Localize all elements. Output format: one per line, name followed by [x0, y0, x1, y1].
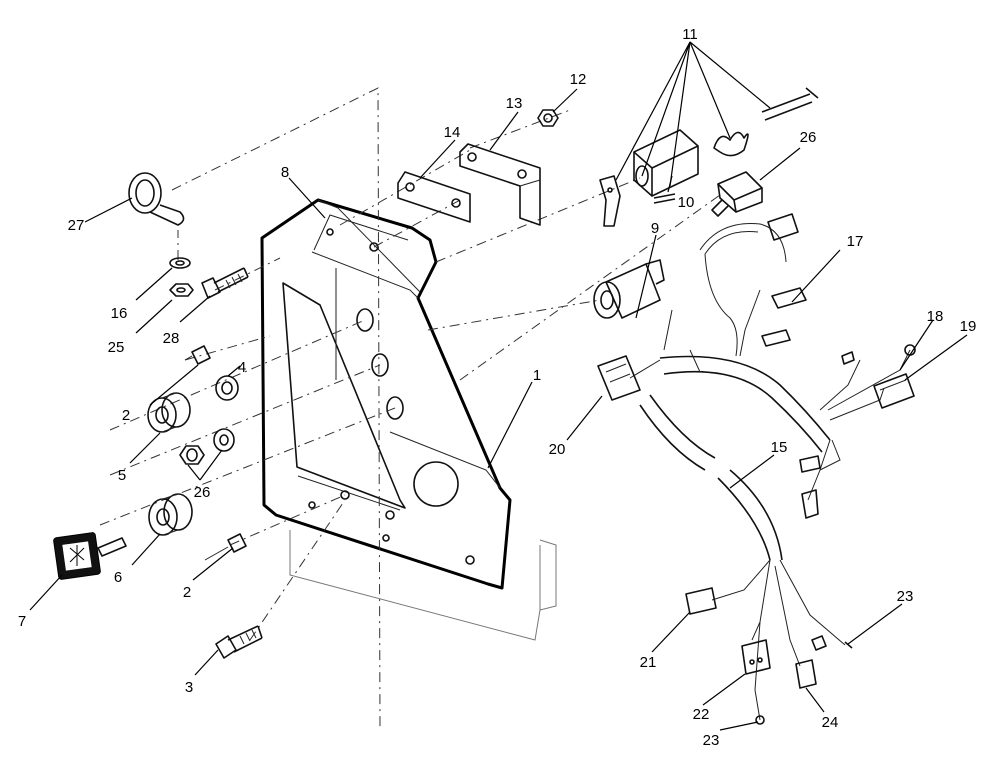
connector-top-plug: [767, 213, 799, 241]
callout-26-lower: 26: [194, 484, 211, 501]
callout-20: 20: [549, 441, 566, 458]
hex-nut-12: [537, 109, 559, 127]
callout-23-lower: 23: [703, 732, 720, 749]
leader-lines: [29, 41, 968, 731]
callout-12: 12: [570, 71, 587, 88]
hex-nut-26: [179, 445, 205, 465]
mounting-panel: [260, 198, 512, 590]
callout-16: 16: [111, 305, 128, 322]
connector-22: [741, 639, 771, 675]
indicator-lamp-upper: [184, 345, 211, 365]
wiring-harness-15: [629, 223, 911, 721]
callout-26-upper: 26: [800, 129, 817, 146]
connector-19: [873, 373, 915, 409]
connector-24: [795, 659, 817, 689]
callout-21: 21: [640, 654, 657, 671]
callout-7: 7: [18, 613, 26, 630]
callout-6: 6: [114, 569, 122, 586]
callout-25: 25: [108, 339, 125, 356]
knurled-nut-5: [147, 392, 191, 433]
bracket-14: [397, 171, 471, 223]
callout-10: 10: [678, 194, 695, 211]
bolt-28: [201, 267, 249, 299]
switch-body-10: [633, 129, 699, 197]
terminal-23-lower: [755, 715, 765, 725]
callout-13: 13: [506, 95, 523, 112]
knurled-nut-6: [148, 493, 193, 536]
callout-18: 18: [927, 308, 944, 325]
callout-22: 22: [693, 706, 710, 723]
connector-20: [597, 355, 641, 401]
terminal-23-upper: [844, 641, 853, 649]
callout-5: 5: [118, 467, 126, 484]
callout-15: 15: [771, 439, 788, 456]
callout-3: 3: [185, 679, 193, 696]
callout-27: 27: [68, 217, 85, 234]
callout-19: 19: [960, 318, 977, 335]
tab-washer-26: [213, 428, 235, 452]
callout-2-lower: 2: [183, 584, 191, 601]
callout-24: 24: [822, 714, 839, 731]
bolt-3: [215, 625, 263, 659]
dash-housing-outline: [289, 530, 557, 641]
latch-arm-11: [599, 175, 621, 227]
toggle-switch-26: [711, 171, 763, 217]
callout-14: 14: [444, 124, 461, 141]
socket-9: [593, 259, 665, 319]
washer-16: [169, 257, 191, 269]
callout-2-upper: 2: [122, 407, 130, 424]
small-pin-11: [653, 193, 676, 204]
lock-washer-4: [215, 375, 239, 401]
ignition-key-7: [53, 532, 127, 580]
bracket-13: [459, 143, 541, 226]
connector-pigtail: [799, 455, 827, 651]
callout-4: 4: [238, 359, 246, 376]
callout-11: 11: [682, 26, 698, 43]
pin-11: [761, 87, 819, 121]
callout-labels: 1 2 2 3 4 5 6 7 8 9 10 11 12 13 14 15 16…: [18, 26, 977, 749]
connector-21: [685, 587, 717, 615]
callout-23-upper: 23: [897, 588, 914, 605]
indicator-lamp-lower: [204, 533, 247, 561]
connector-17: [761, 287, 807, 347]
callout-28: 28: [163, 330, 180, 347]
callout-9: 9: [651, 220, 659, 237]
spring-11: [713, 131, 749, 157]
key-ring: [128, 172, 185, 226]
callout-8: 8: [281, 164, 289, 181]
assembly-center-lines: [99, 87, 721, 731]
callout-1: 1: [533, 367, 541, 384]
hex-nut-25: [169, 283, 194, 297]
callout-17: 17: [847, 233, 864, 250]
